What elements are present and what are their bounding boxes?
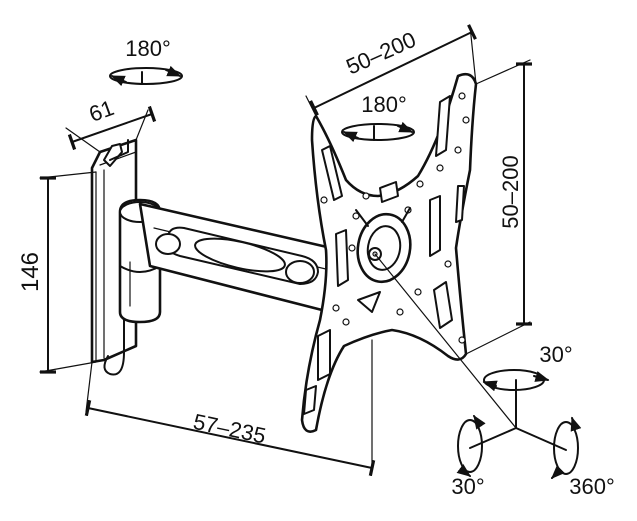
wall-hook-bottom (103, 317, 125, 376)
rotate-indicator: 360° (551, 416, 615, 499)
rotate-label: 360° (569, 474, 615, 499)
tilt-indicator: 30° (482, 342, 573, 392)
swing-arm (118, 198, 358, 324)
dim-wall-height: 146 (17, 171, 97, 374)
dim-wall-depth: 61 (65, 95, 157, 153)
vesa-horizontal-label: 50–200 (342, 27, 419, 80)
pan-label: 30° (451, 474, 484, 499)
pan-indicator: 30° (451, 414, 486, 499)
vesa-vertical-label: 50–200 (498, 155, 523, 228)
hub-axis-lines (374, 253, 567, 451)
tilt-label: 30° (539, 342, 572, 367)
vesa-plate (300, 72, 478, 433)
wall-swivel-indicator: 180° (109, 36, 183, 87)
wall-swivel-label: 180° (125, 36, 171, 61)
arm-extension-label: 57–235 (191, 409, 268, 449)
wall-height-label: 146 (17, 252, 44, 292)
arm-swivel-indicator: 180° (341, 92, 415, 143)
arm-swivel-label: 180° (361, 92, 407, 117)
wall-depth-label: 61 (86, 95, 118, 127)
dim-vesa-vertical: 50–200 (465, 59, 532, 355)
